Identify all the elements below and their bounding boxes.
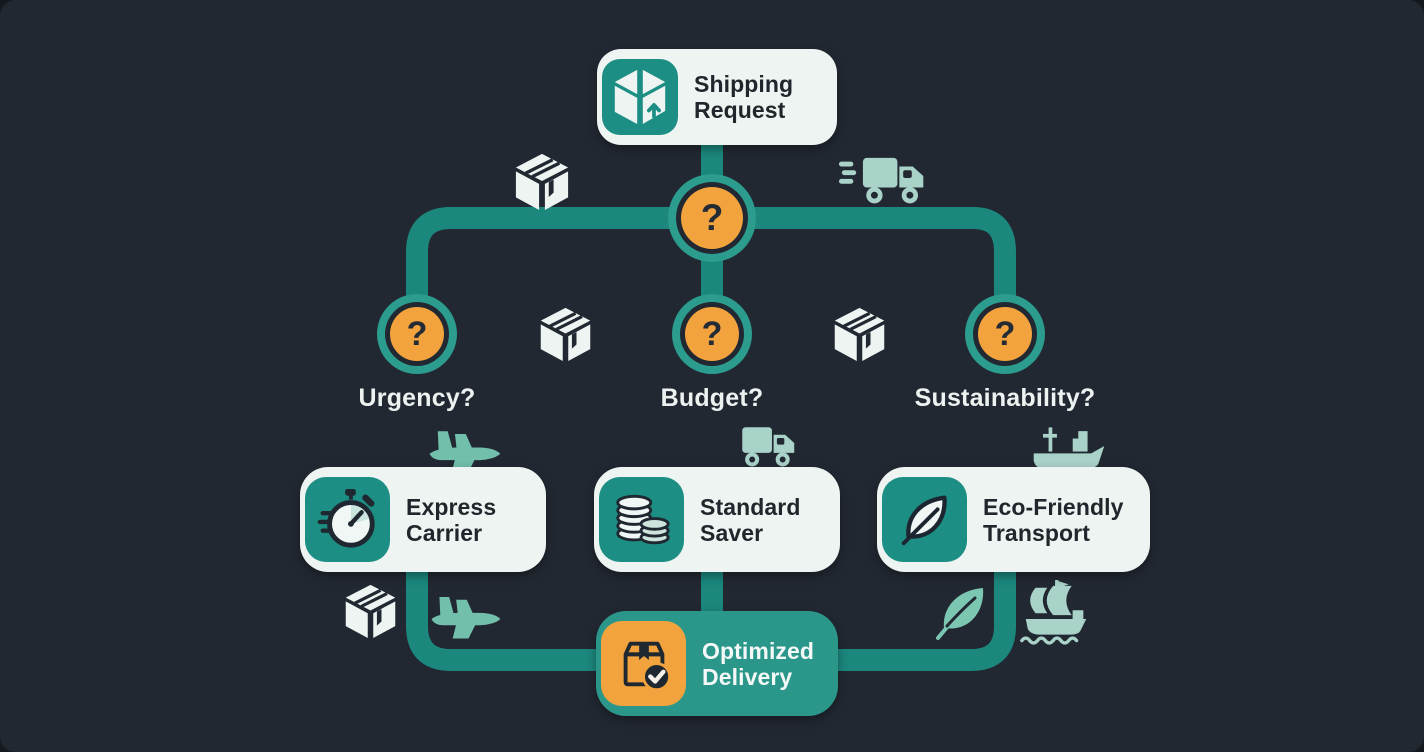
standard-saver-card: Standard Saver [594, 467, 840, 572]
optimized-delivery-label: Optimized Delivery [702, 637, 815, 690]
shipping-request-label: Shipping Request [694, 71, 794, 123]
truck-icon [734, 424, 800, 469]
standard-saver-label: Standard Saver [700, 493, 801, 546]
decision-label-sustainability: Sustainability? [914, 384, 1096, 412]
question-mark: ? [700, 197, 724, 238]
package-up-arrow-icon [602, 59, 678, 135]
leaf-icon [934, 582, 990, 642]
airplane-icon [428, 590, 502, 639]
question-mark: ? [701, 314, 723, 353]
eco-friendly-transport-card: Eco-Friendly Transport [877, 467, 1150, 572]
shipping-request-card: Shipping Request [597, 49, 837, 145]
coins-icon [599, 477, 684, 562]
leaf-icon [882, 477, 967, 562]
package-icon [343, 583, 398, 640]
express-carrier-label: Express Carrier [406, 493, 497, 546]
express-truck-icon [838, 154, 930, 206]
package-icon [832, 306, 887, 363]
express-carrier-card: Express Carrier [300, 467, 546, 572]
decision-label-budget: Budget? [660, 384, 764, 412]
package-check-icon [601, 621, 686, 706]
optimized-delivery-card: Optimized Delivery [596, 611, 838, 716]
airplane-icon [426, 424, 502, 475]
sailboat-icon [1016, 580, 1098, 646]
decision-node-urgency: ? [377, 294, 457, 374]
cargo-ship-icon [1030, 420, 1108, 476]
decision-label-urgency: Urgency? [358, 384, 476, 412]
stopwatch-icon [305, 477, 390, 562]
eco-friendly-transport-label: Eco-Friendly Transport [983, 493, 1124, 546]
decision-node-budget: ? [672, 294, 752, 374]
package-icon [538, 306, 593, 363]
decision-node-sustainability: ? [965, 294, 1045, 374]
question-mark: ? [406, 314, 428, 353]
package-icon [513, 152, 571, 212]
question-mark: ? [994, 314, 1016, 353]
decision-node-root: ? [668, 174, 756, 262]
